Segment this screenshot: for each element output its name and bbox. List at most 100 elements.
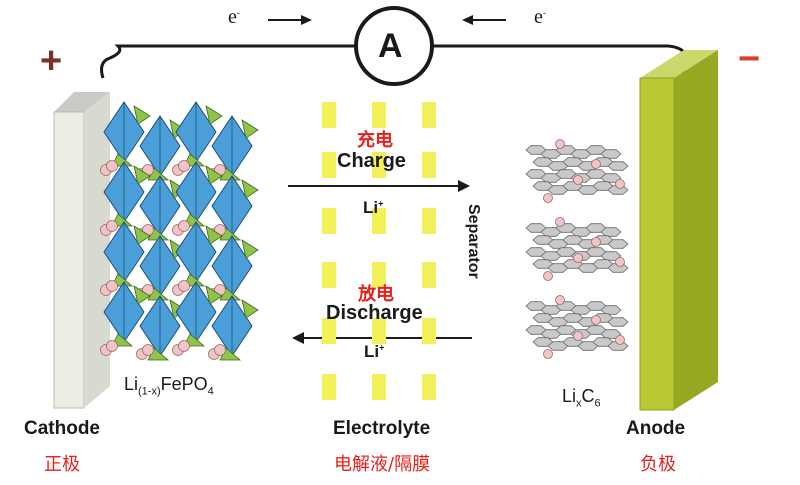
separator-dot (322, 374, 336, 400)
ion-charge: + (379, 342, 385, 353)
discharge-arrow-head (292, 332, 304, 344)
lithium-ion (573, 331, 583, 341)
circuit-wire (100, 44, 355, 79)
tetrahedron (241, 179, 259, 199)
formula-rest: C (581, 386, 595, 406)
electron-label-left: e- (228, 6, 240, 29)
anode-label-cn: 负极 (640, 454, 676, 475)
lithium-ion (591, 237, 601, 247)
anode-label: Anode (626, 418, 686, 439)
charge-label: Charge (337, 150, 406, 172)
electron-symbol: e (228, 6, 237, 28)
anode-plate-side (674, 50, 718, 410)
separator-dot (372, 102, 386, 128)
lithium-ion (615, 179, 625, 189)
lithium-ion (543, 349, 553, 359)
separator-dot (372, 208, 386, 234)
tetrahedron (133, 225, 151, 245)
electron-charge: - (236, 7, 240, 18)
ion-symbol: Li (363, 198, 379, 217)
graphite-hexagon (607, 317, 629, 327)
separator-dot (322, 318, 336, 344)
separator-dot (322, 208, 336, 234)
lithium-ion (178, 220, 190, 232)
separator-dot (422, 318, 436, 344)
lithium-ion (178, 160, 190, 172)
anode-plate-top (640, 50, 718, 78)
separator-dot (372, 262, 386, 288)
electrolyte-label-cn: 电解液/隔膜 (334, 454, 431, 475)
graphite-hexagon (600, 149, 622, 159)
cathode-label: Cathode (24, 418, 100, 439)
lithium-ion (178, 340, 190, 352)
lithium-ion (106, 280, 118, 292)
separator-dot (422, 208, 436, 234)
tetrahedron (241, 299, 259, 319)
separator-dot (322, 102, 336, 128)
lithium-ion (555, 217, 565, 227)
tetrahedron (205, 285, 223, 305)
cathode-formula: Li(1-x)FePO4 (124, 374, 214, 398)
charge-ion-label: Li+ (363, 198, 383, 218)
cathode-label-cn: 正极 (44, 454, 80, 475)
minus-sign: − (738, 38, 761, 80)
cathode-plate-front (53, 111, 85, 409)
lithium-ion (573, 175, 583, 185)
ion-symbol: Li (364, 342, 380, 361)
lithium-ion (573, 253, 583, 263)
electron-symbol: e (534, 6, 543, 28)
lithium-ion (555, 139, 565, 149)
separator-dot (372, 152, 386, 178)
lithium-ion (615, 257, 625, 267)
tetrahedron (241, 239, 259, 259)
lithium-ion (214, 344, 226, 356)
tetrahedron (205, 105, 223, 125)
lithium-ion (543, 271, 553, 281)
ammeter-label: A (378, 27, 403, 65)
electron-charge: - (542, 7, 546, 18)
electron-label-right: e- (534, 6, 546, 29)
lithium-ion (106, 340, 118, 352)
ammeter-circle (354, 6, 434, 86)
graphite-hexagon (607, 239, 629, 249)
tetrahedron (241, 119, 259, 139)
separator-label: Separator (465, 204, 482, 279)
graphite-hexagon (600, 227, 622, 237)
separator-dot (422, 152, 436, 178)
lithium-ion (591, 315, 601, 325)
cathode-plate-side (54, 92, 110, 112)
lithium-ion (615, 335, 625, 345)
formula-rest: FePO (160, 374, 208, 394)
formula-sub2: 6 (594, 397, 601, 410)
tetrahedron (133, 165, 151, 185)
lithium-ion (106, 220, 118, 232)
plus-sign: + (40, 40, 63, 82)
separator-dot (422, 262, 436, 288)
anode-graphite (525, 139, 629, 359)
cathode-crystal (100, 101, 259, 361)
graphite-hexagon (607, 161, 629, 171)
separator-dot (422, 102, 436, 128)
graphite-hexagon (600, 305, 622, 315)
electrolyte-label: Electrolyte (333, 418, 431, 439)
anode-formula: LixC6 (562, 386, 601, 410)
electron-arrow-right-head (462, 15, 473, 25)
tetrahedron (205, 165, 223, 185)
separator-dot (372, 318, 386, 344)
formula-sub: x (576, 397, 582, 410)
tetrahedron (133, 285, 151, 305)
electron-arrow-left-head (301, 15, 312, 25)
lithium-ion (178, 280, 190, 292)
charge-arrow-head (458, 180, 470, 192)
separator-dot (422, 374, 436, 400)
charge-label-cn: 充电 (357, 130, 393, 151)
formula-base: Li (124, 374, 139, 394)
tetrahedron (205, 225, 223, 245)
lithium-ion (543, 193, 553, 203)
anode-plate-front (639, 77, 675, 411)
lithium-ion (142, 344, 154, 356)
discharge-label-cn: 放电 (358, 284, 394, 305)
formula-base: Li (562, 386, 577, 406)
separator-dot (322, 152, 336, 178)
